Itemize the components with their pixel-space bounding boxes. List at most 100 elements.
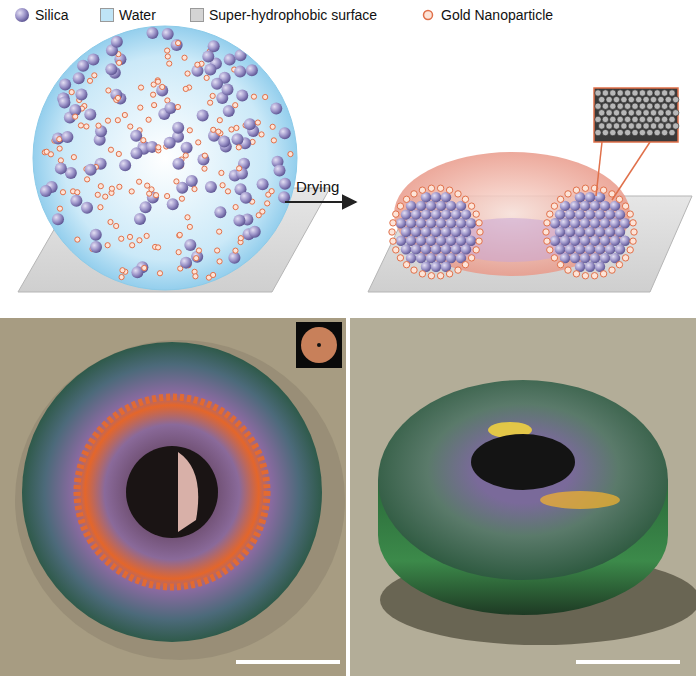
silica-particle: [436, 253, 446, 263]
gold-particle: [114, 223, 119, 228]
gold-particle: [127, 234, 132, 239]
silica-particle: [246, 64, 258, 76]
gold-particle: [547, 211, 553, 217]
silica-particle: [600, 253, 610, 263]
gold-particle: [468, 203, 474, 209]
silica-particle: [180, 257, 192, 269]
gold-particle: [179, 196, 184, 201]
silica-particle: [441, 244, 451, 254]
silica-particle: [221, 84, 233, 96]
gold-particle: [229, 127, 234, 132]
silica-particle: [279, 178, 291, 190]
sem-sphere: [606, 96, 612, 102]
gold-particle: [196, 248, 201, 253]
sem-sphere: [610, 90, 616, 96]
sem-sphere: [658, 96, 664, 102]
gold-particle: [141, 138, 146, 143]
gold-particle: [160, 84, 165, 89]
sem-sphere: [673, 123, 679, 129]
gold-particle: [177, 232, 182, 237]
gold-particle: [98, 205, 103, 210]
gold-particle: [225, 189, 230, 194]
silica-particle: [620, 218, 630, 228]
sem-sphere: [643, 123, 649, 129]
sem-sphere: [632, 116, 638, 122]
gold-particle: [58, 158, 63, 163]
gold-particle: [196, 140, 201, 145]
sem-sphere: [669, 90, 675, 96]
cross-section: [543, 185, 637, 279]
silica-particle: [550, 218, 560, 228]
gold-particle: [288, 151, 293, 156]
silica-particle: [202, 50, 214, 62]
silica-particle: [446, 201, 456, 211]
silica-particle: [565, 227, 575, 237]
gold-particle: [105, 243, 110, 248]
gold-particle: [455, 267, 461, 273]
gold-particle: [476, 238, 482, 244]
legend-text: Gold Nanoparticle: [441, 7, 553, 23]
silica-particle: [610, 236, 620, 246]
silica-particle: [436, 236, 446, 246]
sem-sphere: [639, 103, 645, 109]
sem-sphere: [624, 90, 630, 96]
silica-particle: [431, 244, 441, 254]
photo-top-view: [0, 318, 346, 676]
gold-particle: [78, 123, 83, 128]
gold-particle: [446, 187, 452, 193]
silica-particle: [90, 241, 102, 253]
photo-side-view: [350, 318, 696, 676]
silica-particle: [570, 201, 580, 211]
gold-particle: [622, 255, 628, 261]
gold-particle: [106, 88, 111, 93]
gold-particle: [270, 124, 275, 129]
silica-particle: [451, 244, 461, 254]
silica-particle: [146, 27, 158, 39]
gold-particle: [165, 193, 170, 198]
gold-particle: [263, 94, 268, 99]
gold-particle: [403, 261, 409, 267]
sem-sphere: [632, 129, 638, 135]
silica-particle: [570, 253, 580, 263]
gold-symbol: [424, 11, 433, 20]
gold-particle: [573, 187, 579, 193]
sem-sphere: [610, 103, 616, 109]
silica-particle: [555, 209, 565, 219]
sem-sphere: [599, 96, 605, 102]
silica-particle: [550, 236, 560, 246]
gold-particle: [217, 229, 222, 234]
sem-sphere: [621, 123, 627, 129]
gold-particle: [256, 213, 261, 218]
silica-particle: [90, 229, 102, 241]
gold-particle: [419, 271, 425, 277]
silica-particle: [164, 137, 176, 149]
silica-particle: [615, 209, 625, 219]
silica-particle: [274, 164, 286, 176]
gold-particle: [119, 236, 124, 241]
gold-particle: [95, 192, 100, 197]
gold-particle: [194, 256, 199, 261]
silica-particle: [205, 181, 217, 193]
sem-sphere: [632, 103, 638, 109]
silica-particle: [172, 122, 184, 134]
sem-sphere: [661, 103, 667, 109]
gold-particle: [233, 204, 238, 209]
sem-sphere: [599, 110, 605, 116]
silica-particle: [162, 28, 174, 40]
silica-particle: [426, 253, 436, 263]
silica-particle: [575, 209, 585, 219]
silica-particle: [560, 236, 570, 246]
silica-particle: [233, 214, 245, 226]
gold-particle: [119, 275, 124, 280]
silica-particle: [70, 195, 82, 207]
sem-sphere: [665, 96, 671, 102]
gold-particle: [149, 187, 154, 192]
silica-particle: [171, 39, 183, 51]
silica-particle: [204, 64, 216, 76]
process-arrow: [285, 201, 356, 203]
gold-particle: [217, 259, 222, 264]
gold-particle: [155, 79, 160, 84]
gold-particle: [622, 203, 628, 209]
sem-sphere: [647, 129, 653, 135]
silica-particle: [270, 102, 282, 114]
